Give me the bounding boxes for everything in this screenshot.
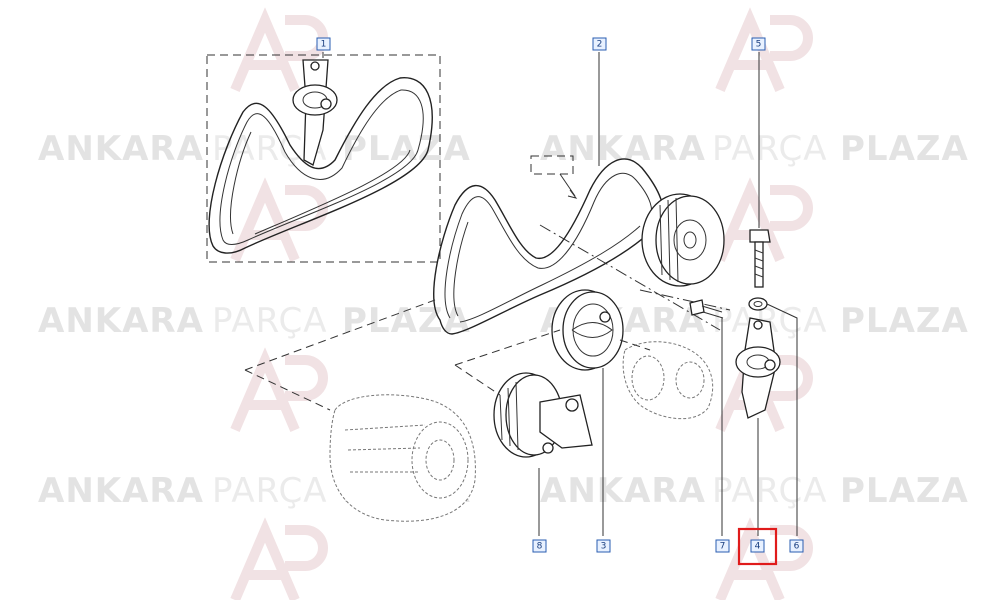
watermark-word-parca: PARÇA: [212, 471, 328, 511]
svg-text:ANKARA PARÇA PLAZA: ANKARA PARÇA PLAZA: [38, 129, 471, 169]
watermark-word-ankara: ANKARA: [540, 471, 706, 511]
callout-5[interactable]: 5: [751, 37, 766, 51]
part-8-alternator-pulley[interactable]: [493, 372, 593, 536]
callout-6[interactable]: 6: [789, 539, 804, 553]
watermark-logo: [230, 517, 328, 600]
watermark-word-plaza: PLAZA: [342, 129, 471, 169]
part-5-bolt[interactable]: [749, 52, 771, 288]
assembly-lines: [244, 224, 731, 411]
callout-4[interactable]: 4: [737, 527, 778, 566]
watermark-word-ankara: ANKARA: [38, 471, 204, 511]
svg-text:ANKARA PARÇA PLAZA: ANKARA PARÇA PLAZA: [38, 301, 471, 341]
watermark-logo: [715, 7, 813, 92]
watermark-logos: [230, 7, 813, 600]
callout-1-label: 1: [321, 40, 327, 50]
watermark-word-ankara: ANKARA: [38, 129, 204, 169]
belt-detail-marker: [530, 155, 574, 175]
watermark-word-ankara: ANKARA: [540, 129, 706, 169]
steering-pump-ghost: [622, 341, 714, 420]
callout-2-label: 2: [597, 40, 603, 50]
part-2-belt[interactable]: [433, 155, 664, 335]
part-1-belt-kit[interactable]: [206, 54, 441, 263]
svg-text:ANKARA PARÇA PLAZA: ANKARA PARÇA PLAZA: [540, 471, 969, 511]
watermark-word-parca: PARÇA: [712, 471, 828, 511]
callout-1[interactable]: 1: [316, 37, 331, 51]
watermark-word-parca: PARÇA: [212, 301, 328, 341]
crank-pulley[interactable]: [641, 193, 725, 287]
part-6-washer[interactable]: [748, 297, 798, 536]
callout-5-label: 5: [756, 40, 762, 50]
watermark-word-plaza: PLAZA: [840, 471, 969, 511]
watermark-word-parca: PARÇA: [712, 129, 828, 169]
callout-4-highlight-frame: [737, 527, 778, 566]
watermark-word-plaza: PLAZA: [840, 129, 969, 169]
watermark-word-plaza: PLAZA: [342, 301, 471, 341]
watermark-word-ankara: ANKARA: [38, 301, 204, 341]
alternator-ghost: [329, 394, 476, 522]
part-6-leader: [766, 303, 798, 536]
tensioner-drawing: [292, 59, 338, 166]
callout-3[interactable]: 3: [596, 539, 611, 553]
svg-text:ANKARA PARÇA PLAZA: ANKARA PARÇA PLAZA: [540, 129, 969, 169]
callout-8[interactable]: 8: [532, 539, 547, 553]
watermark-word-plaza: PLAZA: [840, 301, 969, 341]
callout-8-label: 8: [537, 542, 543, 552]
callout-6-label: 6: [794, 542, 800, 552]
callout-7-label: 7: [720, 542, 726, 552]
callout-7[interactable]: 7: [715, 539, 730, 553]
part-3-pulley[interactable]: [551, 289, 624, 536]
callout-2[interactable]: 2: [592, 37, 607, 51]
part-4-tensioner[interactable]: [735, 317, 781, 536]
callout-3-label: 3: [601, 542, 607, 552]
part-7-bolt[interactable]: [689, 299, 724, 536]
watermark-logo: [715, 177, 813, 262]
callout-4-label: 4: [755, 542, 761, 552]
watermark-logo: [230, 347, 328, 432]
watermark-text: ANKARA PARÇA PLAZA ANKARA PARÇA PLAZA AN…: [38, 129, 969, 511]
watermark-logo: [230, 177, 328, 262]
